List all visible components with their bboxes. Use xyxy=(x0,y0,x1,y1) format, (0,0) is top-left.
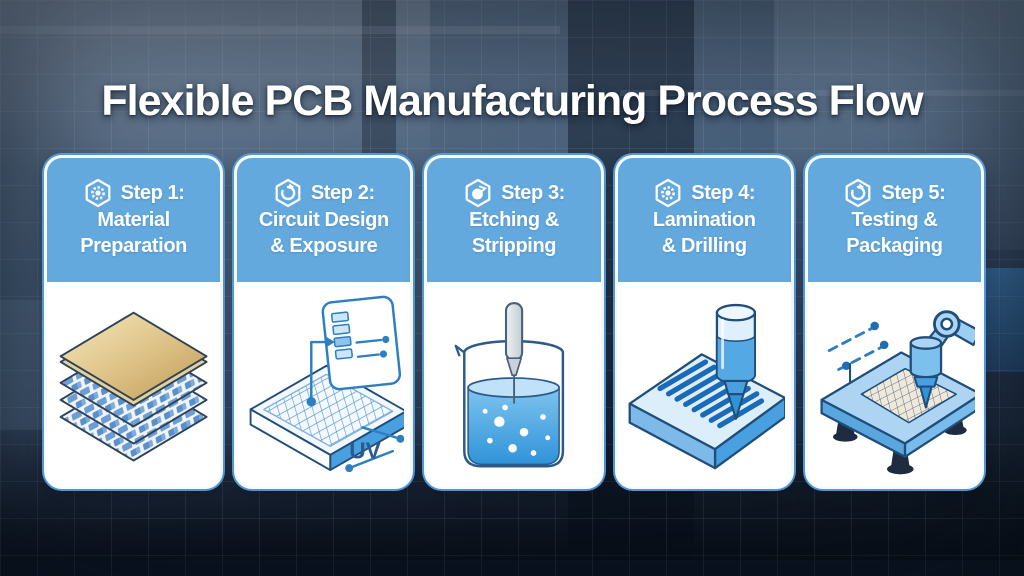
step-4-illustration-area xyxy=(617,282,791,486)
step-card-2: Step 2: Circuit Design & Exposure xyxy=(234,155,414,489)
uv-label: UV xyxy=(349,438,381,464)
step-2-heading: Step 2: xyxy=(310,181,375,204)
step-4-label-line-1: Lamination xyxy=(652,209,756,232)
step-card-1: Step 1: Material Preparation xyxy=(44,155,224,489)
gear-hexagon-icon xyxy=(655,179,681,208)
step-1-heading: Step 1: xyxy=(120,181,185,204)
etch-dot-hexagon-icon xyxy=(465,179,491,208)
step-card-4: Step 4: Lamination & Drilling xyxy=(614,155,794,489)
step-5-heading: Step 5: xyxy=(881,181,946,204)
step-3-illustration-area xyxy=(427,282,601,486)
step-2-illustration-area: UV xyxy=(237,282,411,486)
step-2-label-line-2: & Exposure xyxy=(270,235,378,257)
cycle-arrow-hexagon-icon xyxy=(846,179,871,208)
drill-over-board-illustration xyxy=(628,303,785,470)
step-4-heading: Step 4: xyxy=(691,181,756,204)
step-3-header: Step 3: Etching & Stripping xyxy=(427,158,601,282)
gear-hexagon-icon xyxy=(85,179,111,208)
step-4-header: Step 4: Lamination & Drilling xyxy=(617,158,791,282)
step-5-header: Step 5: Testing & Packaging xyxy=(807,158,982,282)
etching-beaker-illustration xyxy=(455,302,565,468)
step-cards-row: Step 1: Material Preparation xyxy=(44,155,985,489)
step-1-label-line-2: Preparation xyxy=(80,235,187,257)
step-4-label-line-2: & Drilling xyxy=(661,235,747,257)
step-5-label-line-2: Packaging xyxy=(846,235,943,257)
page-title: Flexible PCB Manufacturing Process Flow xyxy=(101,76,923,125)
step-3-heading: Step 3: xyxy=(501,181,565,204)
step-1-header: Step 1: Material Preparation xyxy=(47,158,221,282)
step-5-label-line-1: Testing & xyxy=(851,209,938,232)
step-5-illustration-area xyxy=(807,282,982,486)
cycle-arrow-hexagon-icon xyxy=(275,179,301,208)
stacked-material-layers-illustration xyxy=(59,311,208,462)
step-card-5: Step 5: Testing & Packaging xyxy=(804,155,985,489)
step-card-3: Step 3: Etching & Stripping xyxy=(424,155,604,489)
step-2-header: Step 2: Circuit Design & Exposure xyxy=(237,158,411,282)
step-3-label-line-2: Stripping xyxy=(471,235,557,257)
step-1-illustration-area xyxy=(47,282,221,486)
step-1-label-line-1: Material xyxy=(97,209,170,232)
robot-arm-test-table-illustration xyxy=(820,310,976,475)
step-3-label-line-1: Etching & xyxy=(469,209,559,232)
step-2-label-line-1: Circuit Design xyxy=(258,209,389,232)
pcb-design-callout-illustration: UV xyxy=(249,295,405,473)
